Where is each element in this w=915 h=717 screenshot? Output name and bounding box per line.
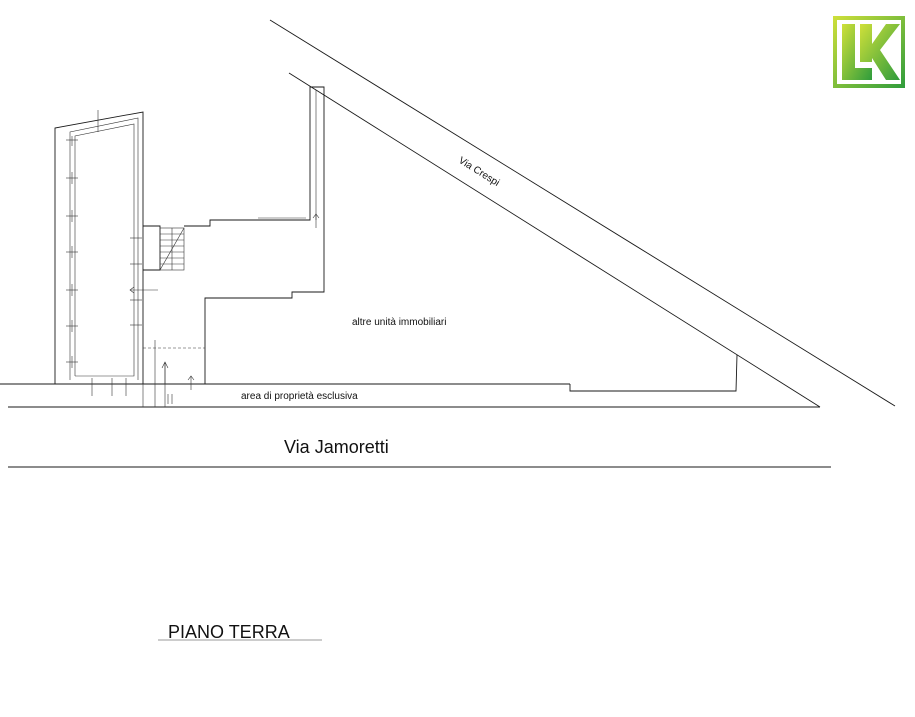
via-jamoretti-label: Via Jamoretti: [284, 437, 389, 457]
via-crespi-inner-line: [288, 72, 821, 408]
piano-terra-title: PIANO TERRA: [168, 622, 290, 642]
via-crespi-label: Via Crespi: [456, 155, 501, 189]
area-esclusiva-label: area di proprietà esclusiva: [241, 391, 358, 402]
main-building-outline: [142, 86, 325, 407]
altre-unita-label: altre unità immobiliari: [352, 317, 446, 328]
left-building: [54, 110, 144, 396]
stair-block: [129, 225, 185, 294]
boundary-step: [569, 354, 738, 392]
via-crespi-outer-line: [269, 19, 896, 407]
lk-logo: [833, 16, 905, 88]
